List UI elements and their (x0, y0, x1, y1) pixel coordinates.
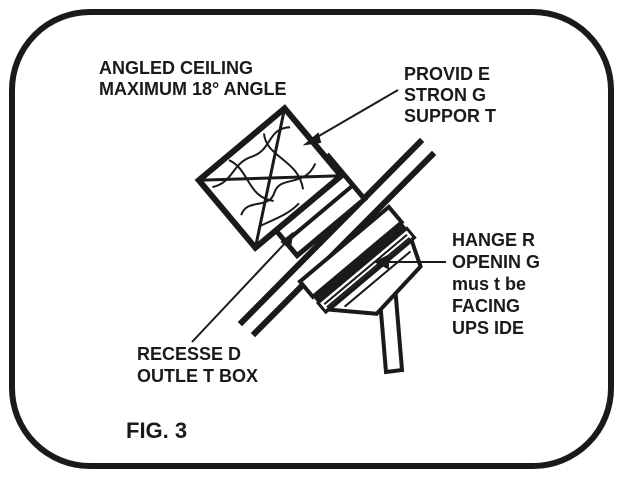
figure-number: FIG. 3 (126, 418, 187, 443)
leader-recessed-box (191, 239, 289, 343)
leader-provide-support (311, 89, 399, 141)
label-provide-support: PROVID E STRON G SUPPOR T (404, 64, 496, 126)
hanger-bracket (297, 204, 423, 316)
label-hanger-opening: HANGE R OPENIN G mus t be FACING UPS IDE (452, 230, 545, 338)
label-recessed-box: RECESSE D OUTLE T BOX (137, 344, 258, 386)
leader-lines (191, 89, 446, 343)
label-angled-ceiling: ANGLED CEILING MAXIMUM 18° ANGLE (99, 58, 287, 99)
